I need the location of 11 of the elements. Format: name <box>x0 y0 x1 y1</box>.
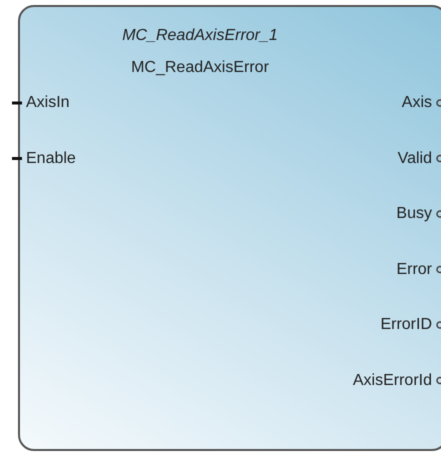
output-pin-name: ErrorID <box>380 316 432 334</box>
input-pin-name: Enable <box>26 150 76 168</box>
output-pin-name: Valid <box>398 150 432 168</box>
block-type-name: MC_ReadAxisError <box>130 59 270 77</box>
instance-name: MC_ReadAxisError_1 <box>121 27 279 45</box>
function-block <box>18 5 441 451</box>
output-pin-name: Error <box>396 260 432 278</box>
output-pin-name: Axis <box>402 94 432 112</box>
output-pin-name: Busy <box>396 205 432 223</box>
input-pin-name: AxisIn <box>26 94 70 112</box>
output-pin-name: AxisErrorId <box>352 372 432 390</box>
